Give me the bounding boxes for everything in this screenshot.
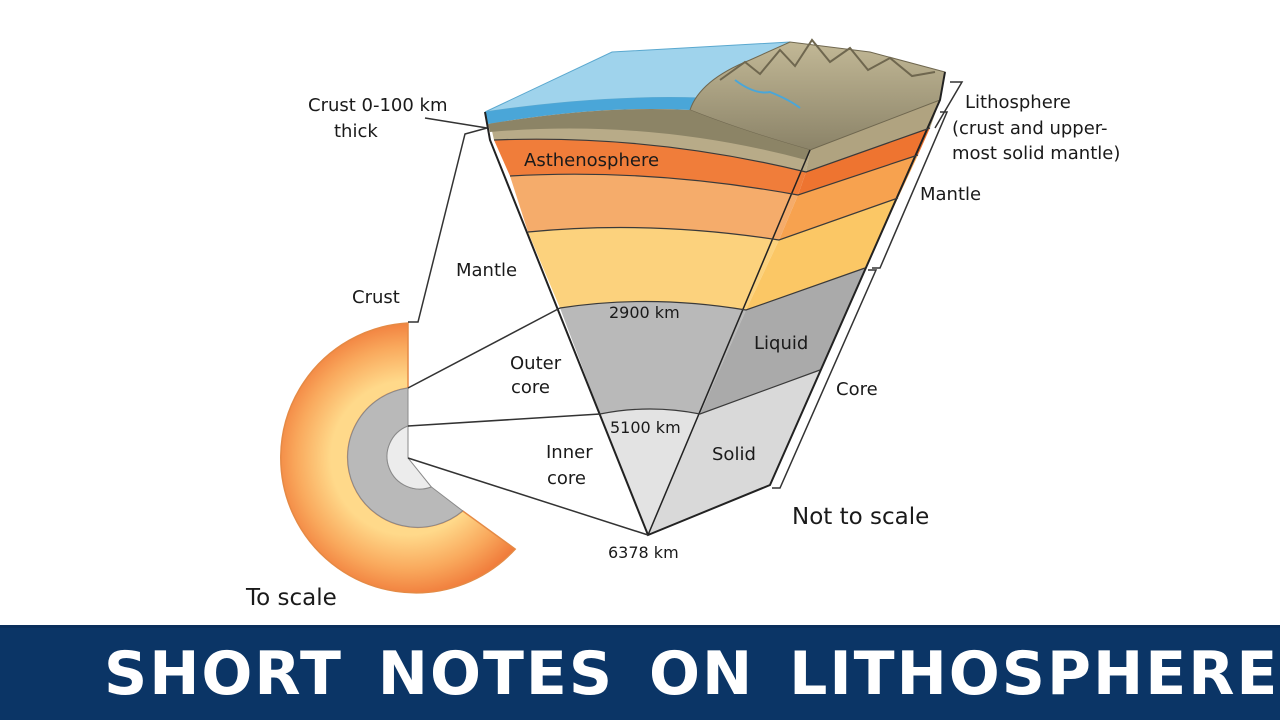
right-lower-mantle-layer (746, 198, 898, 310)
diagram-labels: Crust 0-100 km thick Lithosphere (crust … (245, 92, 1120, 611)
core-label: Core (836, 379, 878, 400)
crust-label: Crust (352, 287, 400, 308)
inner-core-label-line2: core (547, 468, 586, 489)
depth-5100-label: 5100 km (610, 418, 681, 437)
layer-boundary-lines (493, 127, 931, 415)
wedge-crust-layer (490, 119, 810, 172)
crust-connector-line (408, 127, 488, 323)
crust-thickness-label-line1: Crust 0-100 km (308, 95, 448, 116)
wedge-front-edge (647, 149, 811, 536)
wedge-asthenosphere-layer (494, 139, 806, 195)
mantle-label-right: Mantle (920, 184, 981, 205)
earth-layers-diagram: Crust 0-100 km thick Lithosphere (crust … (245, 38, 1120, 611)
wedge-outer-core-layer (560, 301, 746, 414)
right-outer-core-layer (700, 268, 865, 414)
asthenosphere-label: Asthenosphere (524, 150, 659, 171)
center-connector (407, 457, 649, 536)
outer-core-top-connector (407, 307, 561, 389)
outer-core-label-line1: Outer (510, 353, 562, 374)
right-inner-core-layer (648, 370, 820, 535)
not-to-scale-section (484, 38, 964, 537)
inner-core-top-connector (407, 413, 601, 427)
crust-thickness-pointer (424, 117, 488, 129)
wedge-inner-core-layer (600, 409, 700, 535)
river (734, 79, 801, 109)
wedge-upper-mantle-layer (510, 174, 798, 240)
right-upper-mantle-layer (779, 155, 918, 240)
to-scale-section (280, 322, 517, 594)
depth-2900-label: 2900 km (609, 303, 680, 322)
core-bracket (772, 269, 878, 489)
title-banner: SHORT NOTES ON LITHOSPHERE (0, 625, 1280, 720)
lithosphere-label-line1: Lithosphere (965, 92, 1071, 113)
lithosphere-label-line2: (crust and upper- (952, 118, 1108, 139)
wedge-outline (484, 71, 946, 537)
right-asthenosphere-layer (798, 128, 930, 195)
mantle-label-left: Mantle (456, 260, 517, 281)
to-scale-label: To scale (245, 585, 337, 611)
mountain-ridges (719, 38, 936, 81)
mantle-bracket (872, 111, 949, 269)
crust-band (488, 108, 810, 160)
liquid-label: Liquid (754, 333, 808, 354)
right-crust-layer (806, 100, 940, 172)
not-to-scale-label: Not to scale (792, 504, 929, 530)
lithosphere-label-line3: most solid mantle) (952, 143, 1120, 164)
depth-6378-label: 6378 km (608, 543, 679, 562)
crust-thickness-label-line2: thick (334, 121, 378, 142)
to-scale-inner-core (386, 425, 433, 490)
solid-label: Solid (712, 444, 756, 465)
wedge-lower-mantle-layer (528, 227, 779, 310)
inner-core-label-line1: Inner (546, 442, 593, 463)
ocean-water-band (485, 97, 700, 124)
connector-lines (407, 117, 649, 536)
outer-core-label-line2: core (511, 377, 550, 398)
banner-title: SHORT NOTES ON LITHOSPHERE (104, 639, 1280, 709)
